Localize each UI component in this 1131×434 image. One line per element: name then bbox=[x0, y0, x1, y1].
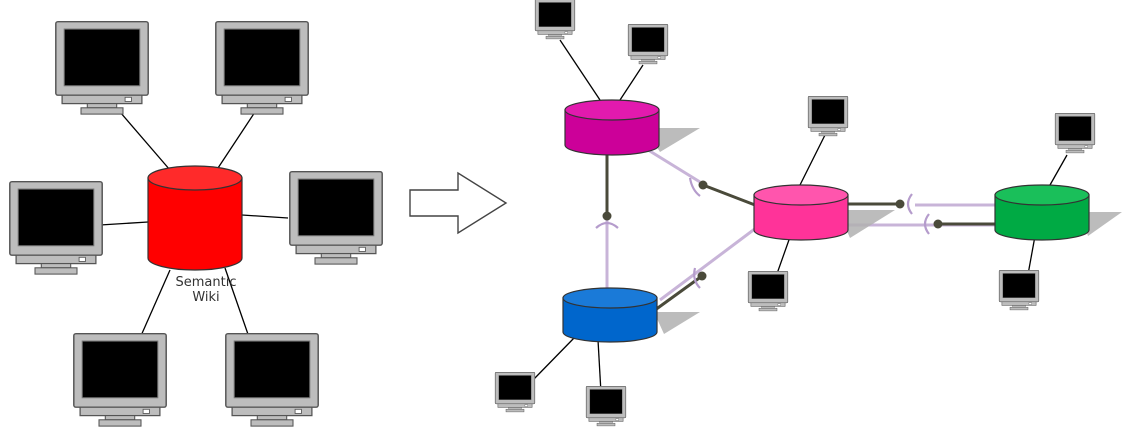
client-link bbox=[224, 267, 251, 341]
connector-ball bbox=[697, 271, 707, 281]
peer-link bbox=[659, 223, 761, 302]
client-link bbox=[139, 269, 171, 339]
client-link bbox=[799, 134, 826, 186]
client-link bbox=[217, 111, 256, 169]
client-link bbox=[1049, 154, 1068, 186]
right-arrow-icon bbox=[409, 171, 508, 235]
magenta-node-database-icon bbox=[564, 99, 660, 156]
client-link bbox=[597, 339, 602, 394]
client-link bbox=[99, 221, 149, 226]
central-wiki-database-icon bbox=[147, 165, 243, 271]
computer-icon bbox=[215, 20, 309, 115]
blue-node-database-icon bbox=[562, 287, 658, 343]
central-wiki-label-line2: Wiki bbox=[192, 290, 219, 305]
connector-ball bbox=[698, 180, 708, 190]
pink-node-database-icon bbox=[753, 184, 849, 241]
socket-arc bbox=[595, 221, 619, 229]
node-shadow bbox=[838, 210, 895, 238]
connector-sockets bbox=[595, 177, 930, 289]
connector-link bbox=[654, 274, 703, 312]
central-wiki-label-line1: Semantic bbox=[176, 275, 237, 290]
computer-icon bbox=[225, 332, 319, 427]
node-shadow bbox=[1080, 212, 1122, 236]
green-node-database-icon bbox=[994, 184, 1090, 241]
client-link bbox=[241, 214, 289, 219]
computer-icon bbox=[585, 385, 627, 427]
connector-balls bbox=[602, 180, 943, 281]
peer-network-group bbox=[494, 0, 1122, 427]
connector-ball bbox=[933, 219, 943, 229]
computer-icon bbox=[747, 270, 789, 312]
connector-link bbox=[702, 183, 756, 207]
computer-icon bbox=[494, 371, 536, 413]
computer-icon bbox=[1054, 112, 1096, 154]
node-shadow bbox=[654, 312, 700, 334]
computer-icon bbox=[534, 0, 576, 40]
computer-icon bbox=[998, 269, 1040, 311]
connector-ball bbox=[602, 211, 612, 221]
computer-icon bbox=[289, 170, 383, 265]
client-link bbox=[532, 336, 576, 381]
client-link bbox=[559, 39, 601, 101]
computer-icon bbox=[9, 180, 103, 275]
socket-arc bbox=[693, 267, 701, 289]
computer-icon bbox=[73, 332, 167, 427]
central-wiki-group: Semantic Wiki bbox=[9, 20, 383, 427]
computer-icon bbox=[627, 23, 669, 65]
connector-links bbox=[605, 148, 995, 312]
socket-arc bbox=[906, 193, 913, 215]
connector-ball bbox=[895, 199, 905, 209]
socket-arc bbox=[923, 213, 930, 235]
computer-icon bbox=[807, 95, 849, 137]
client-link bbox=[619, 64, 644, 101]
computer-icon bbox=[55, 20, 149, 115]
client-links bbox=[99, 111, 289, 341]
client-link bbox=[119, 111, 171, 171]
socket-arc bbox=[688, 177, 701, 197]
